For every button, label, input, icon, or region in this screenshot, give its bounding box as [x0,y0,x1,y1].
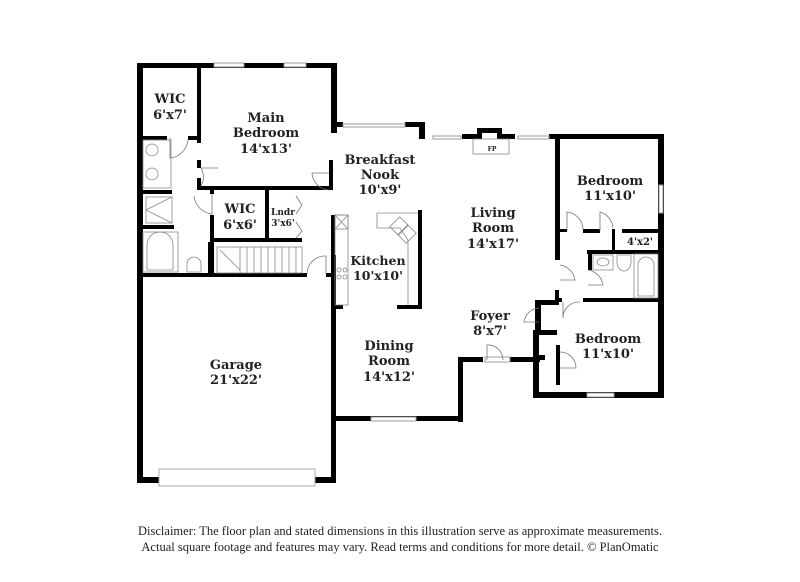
room-foyer-name: Foyer [470,309,510,324]
room-breakfast-nook-name2: Nook [361,168,400,183]
room-living-room-name1: Living [470,206,515,221]
room-garage-name: Garage [210,358,262,373]
room-bedroom-2-size: 11'x10' [582,347,634,362]
room-bedroom-1-name: Bedroom [577,174,644,189]
room-foyer-size: 8'x7' [473,324,507,339]
interior-walls [137,63,662,385]
windows [158,62,664,487]
room-breakfast-nook-size: 10'x9' [359,183,402,198]
room-wic-2-size: 6'x6' [223,218,257,233]
room-living-room-name2: Room [472,221,514,236]
doors [169,138,614,369]
room-wic-1-name: WIC [153,92,185,107]
room-main-bedroom-name2: Bedroom [233,126,300,141]
room-kitchen-size: 10'x10' [353,268,403,283]
room-living-room-size: 14'x17' [467,237,519,252]
room-wic-1-size: 6'x7' [153,108,187,123]
disclaimer: Disclaimer: The floor plan and stated di… [0,523,800,555]
fireplace-label: FP [488,146,497,153]
room-closet-size: 4'x2' [627,237,653,248]
room-garage-size: 21'x22' [210,373,262,388]
room-wic-2-name: WIC [223,202,255,217]
room-bedroom-1-size: 11'x10' [584,189,636,204]
room-main-bedroom-size: 14'x13' [240,142,292,157]
disclaimer-line-2: Actual square footage and features may v… [141,540,659,554]
room-main-bedroom-name1: Main [247,111,285,126]
room-labels: WIC 6'x7' Main Bedroom 14'x13' WIC 6'x6'… [153,92,653,388]
room-laundry-name: Lndr [271,208,295,218]
stairs [216,246,303,274]
room-laundry-size: 3'x6' [271,219,294,229]
fixtures [142,138,659,306]
room-dining-room-name2: Room [368,354,410,369]
disclaimer-line-1: Disclaimer: The floor plan and stated di… [138,524,662,538]
room-kitchen-name: Kitchen [350,253,405,268]
room-dining-room-size: 14'x12' [363,370,415,385]
room-dining-room-name1: Dining [364,339,413,354]
room-breakfast-nook-name1: Breakfast [345,153,416,168]
room-bedroom-2-name: Bedroom [575,332,642,347]
